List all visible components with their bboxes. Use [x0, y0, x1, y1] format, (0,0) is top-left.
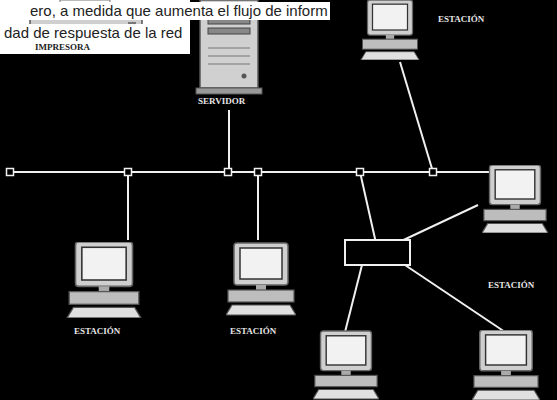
junction-square	[225, 169, 232, 176]
station-node: ESTACIÓN	[478, 160, 554, 293]
junction-square	[430, 169, 437, 176]
station-node: ESTACIÓN	[350, 0, 510, 62]
network-cable	[229, 110, 258, 240]
junction-square	[255, 169, 262, 176]
computer-icon	[361, 0, 419, 60]
computer-icon	[67, 242, 141, 318]
node-label: ESTACIÓN	[488, 280, 534, 291]
network-cable	[128, 110, 229, 240]
junction-square	[357, 169, 364, 176]
node-label: SERVIDOR	[198, 96, 245, 107]
station-node: ESTACIÓN	[62, 240, 146, 339]
hub-box	[345, 240, 410, 265]
hub-wire	[405, 265, 505, 332]
node-label: IMPRESORA	[35, 42, 90, 53]
network-cable	[229, 110, 478, 252]
junction-square	[7, 169, 14, 176]
computer-icon	[482, 165, 548, 233]
node-label: ESTACIÓN	[438, 14, 484, 25]
bus-junctions	[7, 169, 501, 176]
node-label: ESTACIÓN	[230, 326, 276, 337]
hub-wire	[345, 265, 362, 332]
computer-icon	[472, 330, 540, 400]
station-node: ESTACIÓN	[222, 240, 302, 339]
bus-line	[10, 171, 497, 173]
computer-icon	[226, 243, 296, 315]
node-label: ESTACIÓN	[74, 326, 120, 337]
junction-square	[125, 169, 132, 176]
network-cable	[229, 62, 433, 172]
text-fragment: ero, a medida que aumenta el flujo de in…	[28, 2, 330, 20]
text-fragment: dad de respuesta de la red	[2, 24, 184, 42]
computer-icon	[313, 331, 379, 399]
